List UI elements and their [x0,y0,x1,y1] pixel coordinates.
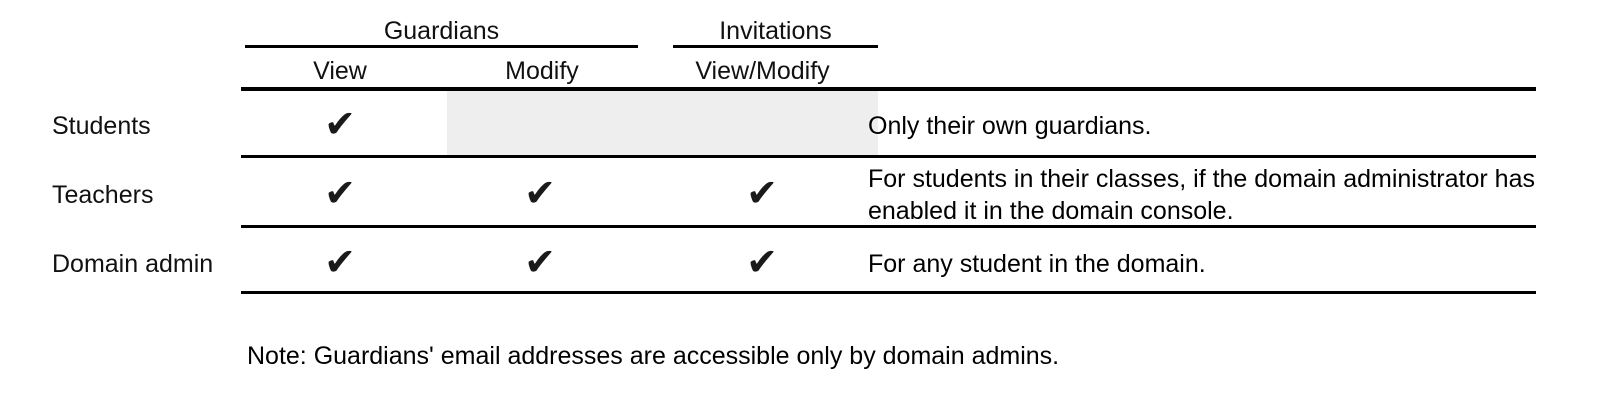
table-bottom-rule [241,291,1536,294]
column-group-rule-guardians [245,45,638,48]
checkmark-students-guardians-view: ✔ [324,102,356,146]
column-header-guardians-modify: Modify [505,57,579,85]
column-group-rule-invitations [673,45,878,48]
table-top-rule [241,87,1536,91]
shaded-cell-students-modify [447,91,878,157]
notes-students: Only their own guardians. [868,112,1152,140]
column-group-header-guardians: Guardians [383,17,500,45]
row-label-domain-admin: Domain admin [52,250,214,278]
table-row-rule-2 [241,225,1536,228]
table-footnote: Note: Guardians' email addresses are acc… [247,342,1060,370]
column-group-header-invitations: Invitations [719,17,832,45]
column-header-guardians-view: View [313,57,367,85]
checkmark-domain-admin-guardians-view: ✔ [324,240,356,284]
checkmark-teachers-guardians-modify: ✔ [524,171,556,215]
checkmark-domain-admin-guardians-modify: ✔ [524,240,556,284]
table-row-rule-1 [241,155,1536,158]
notes-teachers: For students in their classes, if the do… [868,165,1535,225]
checkmark-teachers-invitations-view-modify: ✔ [746,171,778,215]
column-header-invitations-view-modify: View/Modify [695,57,830,85]
checkmark-teachers-guardians-view: ✔ [324,171,356,215]
notes-domain-admin: For any student in the domain. [868,250,1206,278]
row-label-students: Students [52,112,151,140]
checkmark-domain-admin-invitations-view-modify: ✔ [746,240,778,284]
row-label-teachers: Teachers [52,181,154,209]
